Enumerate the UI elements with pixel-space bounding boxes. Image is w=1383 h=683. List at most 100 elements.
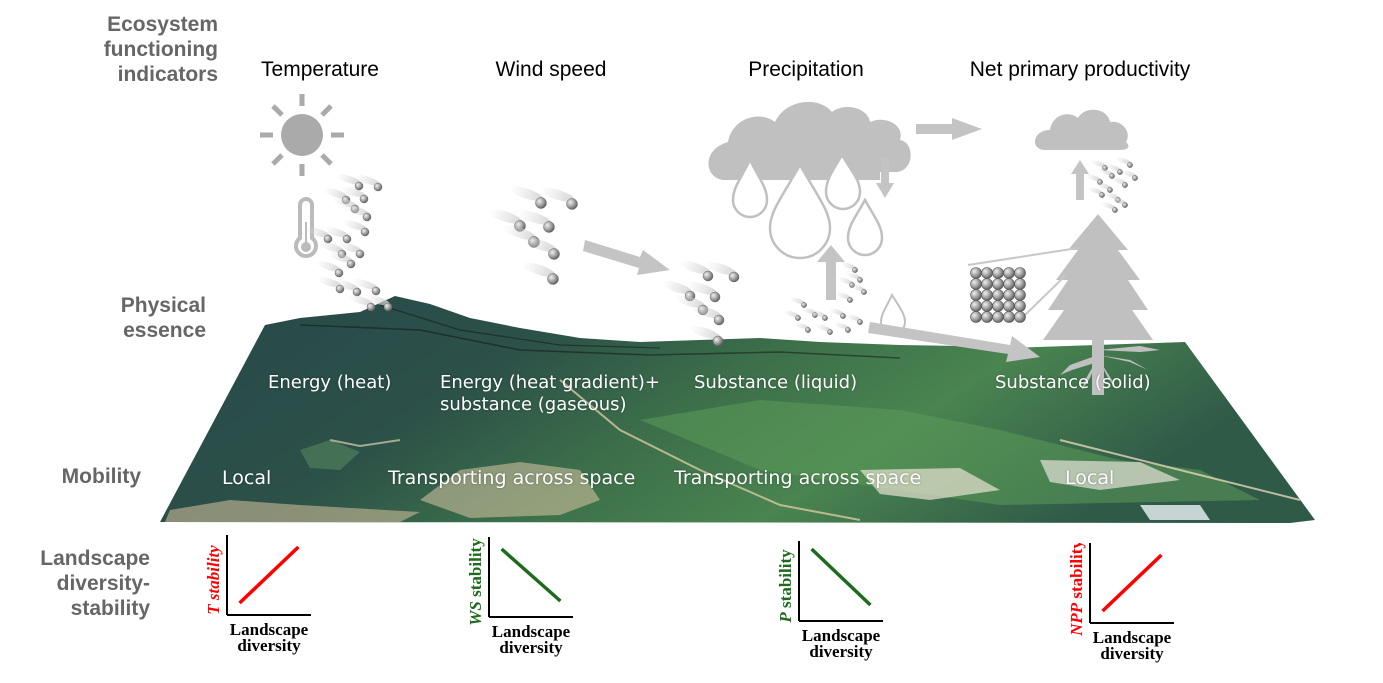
motion-streak <box>316 261 341 272</box>
particle <box>566 198 578 210</box>
particle <box>822 315 828 321</box>
lattice-atom <box>992 289 1004 301</box>
motion-streak <box>348 295 373 306</box>
particle <box>359 194 369 204</box>
lattice-atom <box>981 289 993 301</box>
row-label-line: Landscape <box>40 547 150 570</box>
essence-line: Energy (heat gradient)+ <box>440 372 660 393</box>
particle <box>1099 192 1105 198</box>
chart-y-label: T stability <box>204 545 223 615</box>
motion-streak <box>342 220 367 231</box>
particle <box>845 327 851 333</box>
particle <box>857 319 863 325</box>
motion-streak <box>1095 182 1112 190</box>
motion-streak <box>833 322 850 330</box>
motion-streak <box>502 225 537 240</box>
wind-arrow-icon <box>583 240 670 275</box>
particle <box>366 302 376 312</box>
lattice-atom <box>1014 300 1026 312</box>
motion-streak <box>1090 160 1107 168</box>
chart-x-label: diversity <box>809 642 873 661</box>
particle <box>709 291 721 303</box>
particle <box>371 286 381 296</box>
lattice-atom <box>1003 267 1015 279</box>
motion-streak <box>828 308 845 316</box>
particle <box>354 181 364 191</box>
motion-streak <box>690 305 722 319</box>
lattice-atom <box>981 278 993 290</box>
chart-x-label: diversity <box>1100 644 1164 663</box>
motion-streak <box>355 175 380 186</box>
particle <box>355 249 365 259</box>
particle <box>535 197 547 209</box>
row-label-line: Ecosystem <box>107 13 218 36</box>
particle <box>712 335 724 347</box>
cloud-icon <box>1034 109 1129 150</box>
motion-streak <box>317 277 342 288</box>
particle <box>847 297 853 303</box>
chart-x-label: Landscape <box>230 620 309 639</box>
particle <box>373 182 383 192</box>
column-title-temperature: Temperature <box>261 58 379 81</box>
row-label-line: indicators <box>117 63 218 86</box>
lattice-atom <box>970 300 982 312</box>
chart-x-label: diversity <box>499 638 563 657</box>
lattice-atom <box>970 311 982 323</box>
row-label-physical: Physical essence <box>60 293 206 343</box>
lattice-atom <box>992 300 1004 312</box>
particle <box>1112 207 1118 213</box>
motion-streak <box>1115 157 1132 165</box>
particle <box>543 221 555 233</box>
motion-streak <box>789 297 806 305</box>
essence-precipitation: Substance (liquid) <box>694 372 858 393</box>
diversity-stability-chart-npp: NPP stability Landscape diversity <box>1067 543 1174 663</box>
motion-streak <box>1097 168 1114 176</box>
motion-streak <box>815 324 832 332</box>
row-label-line: essence <box>123 319 206 342</box>
diversity-stability-chart-precipitation: P stability Landscape diversity <box>776 541 883 661</box>
motion-streak <box>365 295 390 306</box>
thermometer-icon <box>294 197 318 258</box>
particle <box>360 227 370 237</box>
motion-streak <box>521 262 556 277</box>
particle <box>702 270 714 282</box>
motion-streak <box>686 282 718 296</box>
motion-streak <box>1110 197 1127 205</box>
motion-streak <box>679 261 711 275</box>
particle <box>805 327 811 333</box>
motion-streak <box>705 262 737 276</box>
lattice-atom <box>970 289 982 301</box>
lattice-atom <box>992 278 1004 290</box>
motion-streak <box>341 187 366 198</box>
motion-streak <box>689 326 721 340</box>
particle <box>1122 202 1128 208</box>
chart-trend-line <box>1101 553 1163 613</box>
motion-streak <box>540 187 575 202</box>
particle <box>801 302 807 308</box>
particle <box>1127 162 1133 168</box>
motion-streak <box>353 279 378 290</box>
lattice-atom <box>981 267 993 279</box>
motion-streak <box>835 292 852 300</box>
solid-lattice-icon <box>970 267 1026 323</box>
motion-streak <box>845 314 862 322</box>
motion-streak <box>344 205 369 216</box>
particle <box>713 314 725 326</box>
tree-icon <box>1043 214 1160 395</box>
raindrop-icon <box>731 152 884 260</box>
mobility-npp: Local <box>1065 467 1115 489</box>
lattice-atom <box>992 311 1004 323</box>
motion-streak <box>509 186 544 201</box>
particle <box>1132 175 1138 181</box>
row-label-line: functioning <box>103 38 218 61</box>
motion-streak <box>488 209 523 224</box>
diversity-stability-chart-temperature: T stability Landscape diversity <box>204 535 311 655</box>
essence-line: substance (gaseous) <box>440 394 627 415</box>
lattice-atom <box>970 278 982 290</box>
lattice-atom <box>1003 311 1015 323</box>
cloud-icon <box>708 101 911 180</box>
chart-x-label: diversity <box>237 636 301 655</box>
particle <box>728 271 740 283</box>
particle <box>323 234 333 244</box>
